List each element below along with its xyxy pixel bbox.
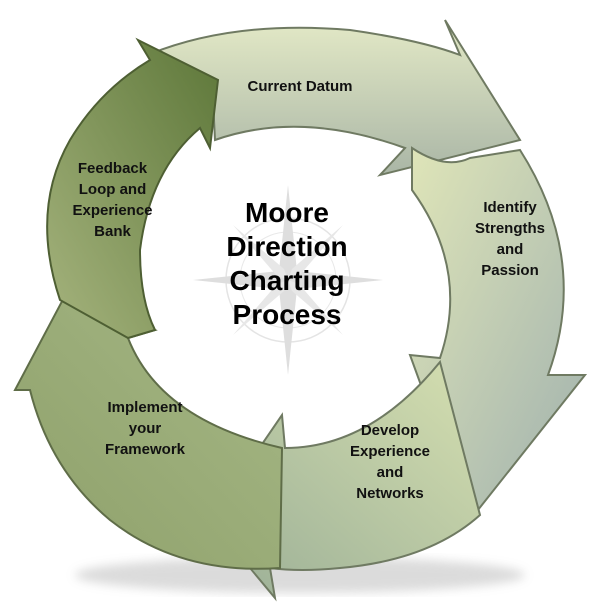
ring-shadow <box>75 557 525 593</box>
step-text-line: Loop and <box>78 181 147 198</box>
arrow-current-datum <box>147 19 522 177</box>
center-title-line: Moore <box>245 197 329 228</box>
step-text-line: your <box>128 420 162 437</box>
step-text-line: Strengths <box>474 220 545 237</box>
step-text-line: Implement <box>107 399 183 416</box>
step-text-line: Develop <box>360 422 420 439</box>
step-text-line: Experience <box>349 443 431 460</box>
step-text-line: Identify <box>483 199 537 216</box>
center-title: Moore Direction Charting Process <box>182 196 392 332</box>
step-label-feedback-loop: Feedback Loop and Experience Bank <box>40 158 185 242</box>
center-title-line: Direction <box>226 231 348 262</box>
step-label-develop-experience: Develop Experience and Networks <box>315 420 465 504</box>
compass-rose-icon <box>193 185 383 375</box>
step-text-line: and <box>496 241 524 258</box>
step-text-line: Feedback <box>77 160 148 177</box>
step-text-line: Bank <box>94 223 131 240</box>
step-label-implement-framework: Implement your Framework <box>75 397 215 460</box>
arrow-implement-framework <box>13 288 284 570</box>
center-title-line: Charting <box>229 265 345 296</box>
step-text-line: Experience <box>72 202 153 219</box>
step-label-current-datum: Current Datum <box>210 76 390 97</box>
step-text-line: and <box>376 464 404 481</box>
step-text-line: Passion <box>481 262 539 279</box>
step-text-line: Current Datum <box>247 78 353 95</box>
step-text-line: Framework <box>104 441 186 458</box>
step-label-identify-strengths: Identify Strengths and Passion <box>440 197 580 281</box>
step-text-line: Networks <box>356 485 424 502</box>
center-title-line: Process <box>232 299 342 330</box>
arrow-feedback-loop <box>46 37 220 340</box>
